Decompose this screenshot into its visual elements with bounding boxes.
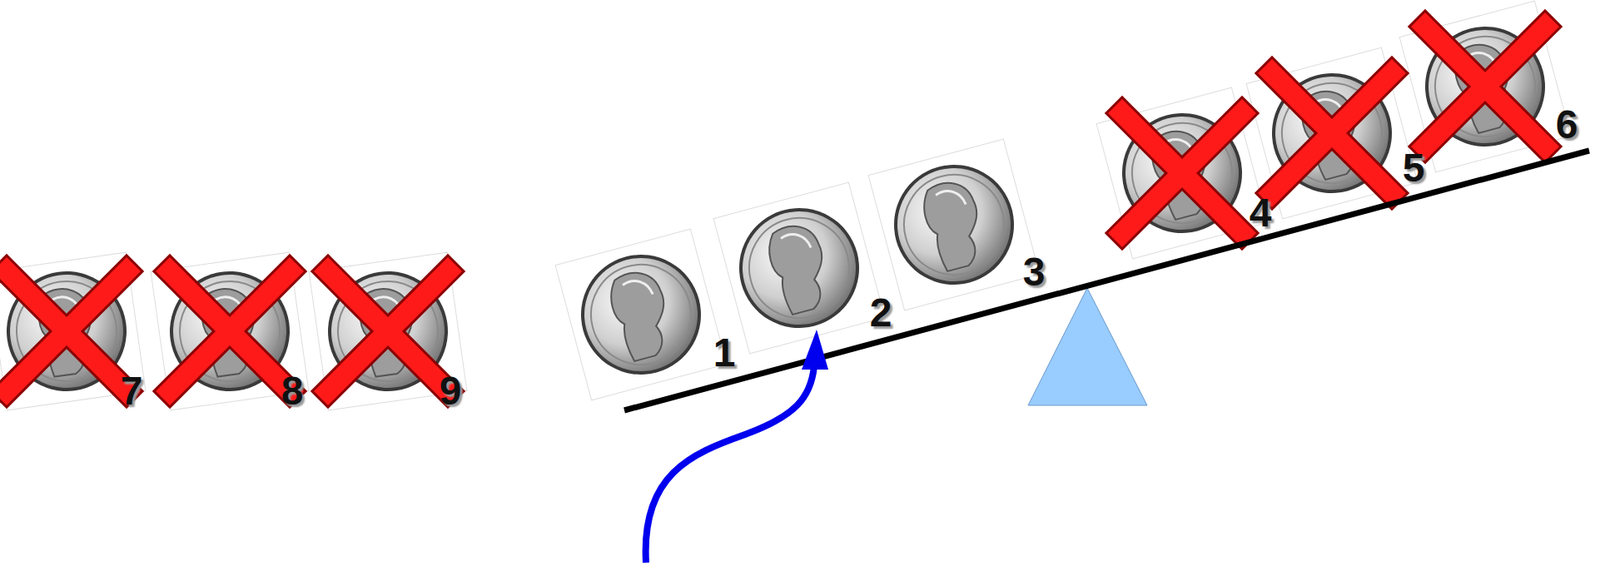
coin-number: 5 — [1402, 148, 1426, 189]
coin-number: 2 — [869, 293, 893, 333]
coin-number: 3 — [1023, 252, 1046, 293]
coin-number: 7 — [120, 371, 144, 412]
coin-number: 6 — [1555, 104, 1579, 145]
coin-number: 4 — [1249, 193, 1273, 234]
coin-number: 8 — [281, 371, 304, 412]
coin-number: 1 — [713, 332, 736, 373]
coin-number: 9 — [439, 371, 463, 412]
